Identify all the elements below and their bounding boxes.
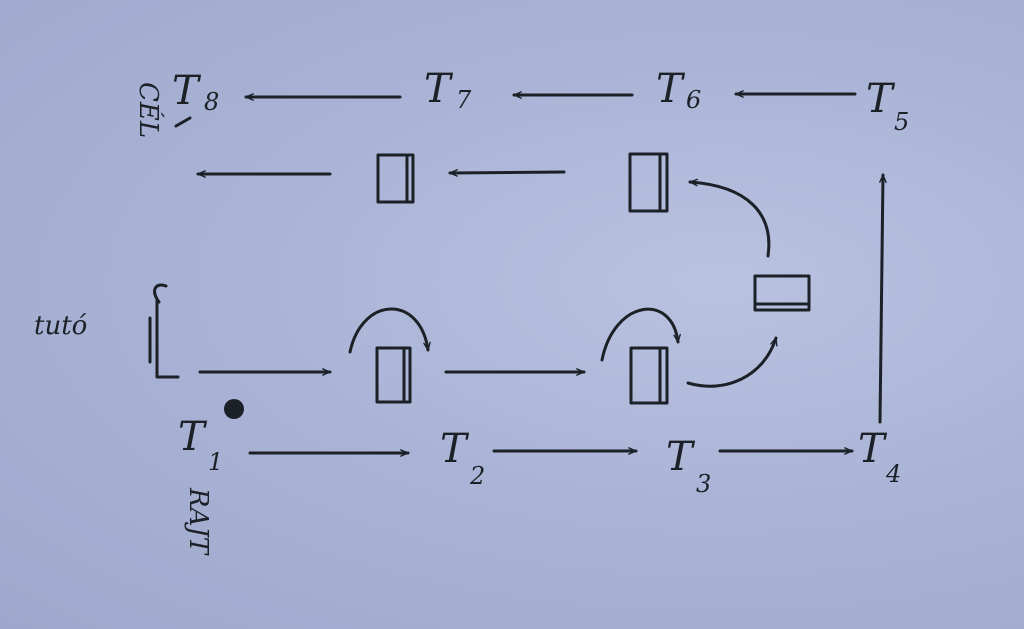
finish-mark	[174, 116, 192, 128]
box-bottom-2	[629, 346, 669, 405]
curve-arrow-to-top-box	[688, 178, 771, 258]
curve-arrow-to-right-box	[686, 336, 778, 388]
inner-start-mark	[155, 298, 180, 379]
node-t3-index: 3	[696, 470, 711, 498]
node-t8-letter: T	[172, 68, 202, 114]
inner-arrow-3	[448, 169, 566, 177]
node-t8: T 8	[172, 68, 219, 116]
start-dot	[224, 399, 244, 419]
tuto-label: tutó	[34, 311, 87, 341]
node-t2: T 2	[440, 426, 485, 490]
node-t5-index: 5	[894, 108, 909, 136]
node-t7: T 7	[424, 66, 472, 114]
loop-arrow-1	[348, 307, 431, 354]
node-t6-letter: T	[656, 66, 686, 112]
loop-arrow-2	[600, 307, 681, 362]
node-t5: T 5	[866, 76, 909, 136]
node-t1-letter: T	[178, 414, 208, 460]
node-t1-index: 1	[208, 448, 223, 476]
box-bottom-1	[375, 346, 412, 404]
finish-label: CÉL	[133, 82, 165, 138]
node-t4: T 4	[858, 426, 901, 488]
node-t7-index: 7	[456, 86, 472, 114]
node-t3: T 3	[666, 434, 711, 498]
node-t2-letter: T	[440, 426, 470, 472]
box-top-2	[376, 153, 415, 204]
box-right	[753, 274, 811, 312]
start-label: RAJT	[183, 487, 213, 556]
node-t1: T 1	[178, 414, 223, 476]
node-t4-index: 4	[885, 460, 901, 488]
node-t5-letter: T	[866, 76, 896, 122]
box-top-1	[628, 152, 669, 213]
inner-start-hook	[153, 283, 168, 304]
node-t8-index: 8	[204, 88, 219, 116]
node-t6: T 6	[656, 66, 701, 114]
node-t4-letter: T	[858, 426, 888, 472]
node-t2-index: 2	[469, 462, 485, 490]
node-t6-index: 6	[686, 86, 701, 114]
node-t3-letter: T	[666, 434, 696, 480]
edge-t4-t5	[878, 173, 887, 424]
node-t7-letter: T	[424, 66, 454, 112]
